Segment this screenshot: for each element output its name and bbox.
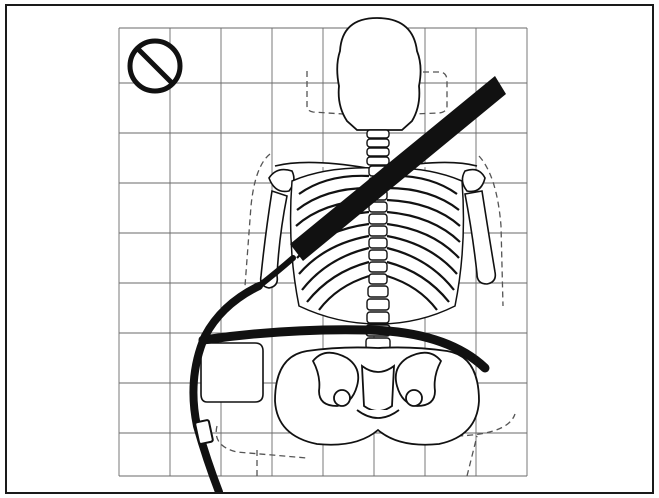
upper-arm-bones [259, 189, 497, 289]
lap-belt [198, 325, 490, 373]
pelvis-bones [311, 351, 443, 419]
prohibition-icon [127, 38, 183, 94]
belt-buckle [194, 419, 214, 445]
seat-outline [215, 71, 516, 477]
hand-outline [200, 342, 264, 403]
belt-strap [189, 255, 296, 492]
illustration-frame [5, 4, 654, 494]
head-outline [336, 17, 422, 131]
cervical-spine [366, 129, 390, 166]
seatbelt-illustration [118, 17, 528, 492]
clavicles [268, 161, 486, 193]
shoulder-belt [290, 76, 506, 261]
ribs-right [386, 174, 461, 311]
